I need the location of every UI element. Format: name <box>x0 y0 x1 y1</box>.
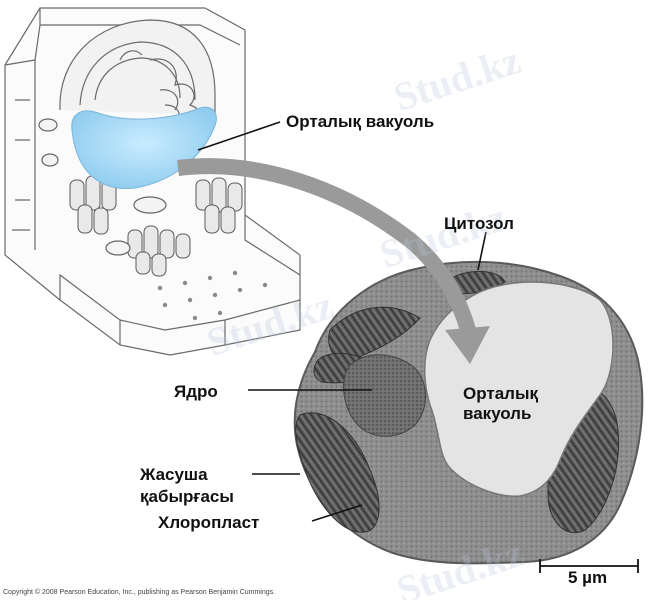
label-cell-wall-line1: Жасуша <box>140 465 208 484</box>
scale-bar-graphic <box>539 559 639 573</box>
label-cytosol: Цитозол <box>444 214 514 233</box>
label-central-vacuole-micrograph-line2: вакуоль <box>463 404 532 423</box>
scale-bar-label: 5 µm <box>568 568 608 587</box>
connector-arrow <box>177 158 476 333</box>
label-central-vacuole-diagram: Орталық вакуоль <box>286 112 435 131</box>
label-chloroplast: Хлоропласт <box>158 513 260 532</box>
cell-diagram <box>4 7 301 356</box>
label-cell-wall-line2: қабырғасы <box>140 487 234 506</box>
copyright-notice: Copyright © 2008 Pearson Education, Inc.… <box>3 589 276 596</box>
label-nucleus: Ядро <box>174 382 218 401</box>
connector-arrowhead <box>445 326 490 364</box>
leader-lines <box>197 121 487 522</box>
label-central-vacuole-micrograph-line1: Орталық <box>463 384 538 403</box>
